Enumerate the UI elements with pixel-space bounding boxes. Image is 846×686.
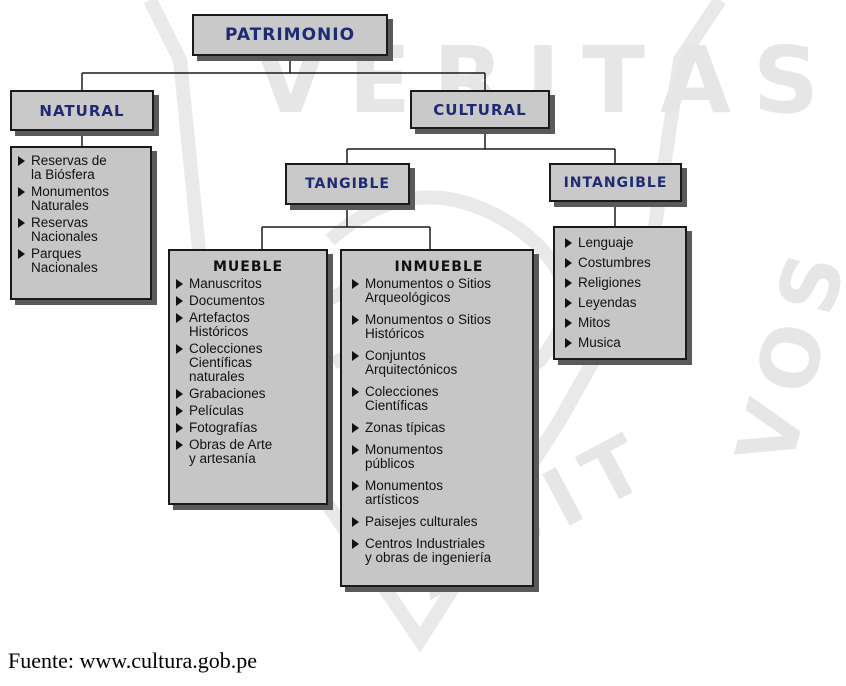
list-item: Monumentos públicos: [352, 443, 526, 471]
bullet-arrow-icon: [352, 445, 359, 455]
bullet-arrow-icon: [176, 279, 183, 289]
bullet-arrow-icon: [565, 278, 572, 288]
patrimonio-label: PATRIMONIO: [224, 25, 356, 45]
bullet-arrow-icon: [565, 318, 572, 328]
list-item: Parques Nacionales: [18, 247, 144, 275]
bullet-arrow-icon: [352, 481, 359, 491]
bullet-arrow-icon: [18, 187, 25, 197]
list-item: Centros Industriales y obras de ingenier…: [352, 537, 526, 565]
bullet-arrow-icon: [352, 539, 359, 549]
inmueble-list: INMUEBLE Monumentos o Sitios Arqueológic…: [340, 249, 534, 587]
list-item: Religiones: [565, 276, 679, 290]
list-item: Paisejes culturales: [352, 515, 526, 529]
list-item: Obras de Arte y artesanía: [176, 438, 320, 466]
cultural-label: CULTURAL: [433, 100, 527, 119]
list-item: Películas: [176, 404, 320, 418]
intangible-label: INTANGIBLE: [563, 174, 668, 191]
bullet-arrow-icon: [565, 258, 572, 268]
bullet-arrow-icon: [18, 156, 25, 166]
list-item: Monumentos artísticos: [352, 479, 526, 507]
bullet-arrow-icon: [176, 423, 183, 433]
list-item: Monumentos o Sitios Históricos: [352, 313, 526, 341]
list-item: Manuscritos: [176, 277, 320, 291]
bullet-arrow-icon: [352, 387, 359, 397]
bullet-arrow-icon: [565, 298, 572, 308]
list-item: Leyendas: [565, 296, 679, 310]
list-item: Reservas de la Biósfera: [18, 154, 144, 182]
natural-header: NATURAL: [10, 90, 154, 131]
tangible-header: TANGIBLE: [285, 163, 410, 205]
list-item: Fotografías: [176, 421, 320, 435]
bullet-arrow-icon: [18, 218, 25, 228]
bullet-arrow-icon: [176, 313, 183, 323]
list-item: Mitos: [565, 316, 679, 330]
list-item: Colecciones Científicas naturales: [176, 342, 320, 384]
list-item: Reservas Nacionales: [18, 216, 144, 244]
list-item: Grabaciones: [176, 387, 320, 401]
bullet-arrow-icon: [352, 315, 359, 325]
bullet-arrow-icon: [565, 238, 572, 248]
list-item: Documentos: [176, 294, 320, 308]
cultural-header: CULTURAL: [410, 90, 550, 129]
list-item: Zonas típicas: [352, 421, 526, 435]
bullet-arrow-icon: [352, 423, 359, 433]
bullet-arrow-icon: [176, 440, 183, 450]
bullet-arrow-icon: [176, 406, 183, 416]
bullet-arrow-icon: [352, 279, 359, 289]
list-item: Colecciones Científicas: [352, 385, 526, 413]
tangible-label: TANGIBLE: [305, 176, 390, 192]
list-item: Monumentos Naturales: [18, 185, 144, 213]
natural-label: NATURAL: [39, 101, 125, 120]
mueble-list: MUEBLE Manuscritos Documentos Artefactos…: [168, 249, 328, 505]
list-item: Monumentos o Sitios Arqueológicos: [352, 277, 526, 305]
bullet-arrow-icon: [352, 351, 359, 361]
list-item: Artefactos Históricos: [176, 311, 320, 339]
bullet-arrow-icon: [176, 389, 183, 399]
patrimonio-header: PATRIMONIO: [192, 14, 388, 56]
inmueble-title: INMUEBLE: [394, 259, 484, 275]
intangible-header: INTANGIBLE: [549, 163, 682, 202]
bullet-arrow-icon: [352, 517, 359, 527]
list-item: Costumbres: [565, 256, 679, 270]
source-caption: Fuente: www.cultura.gob.pe: [8, 648, 258, 673]
mueble-title: MUEBLE: [212, 259, 284, 275]
intangible-list: Lenguaje Costumbres Religiones Leyendas …: [553, 226, 687, 360]
natural-list: Reservas de la Biósfera Monumentos Natur…: [10, 146, 152, 300]
list-item: Musica: [565, 336, 679, 350]
bullet-arrow-icon: [565, 338, 572, 348]
bullet-arrow-icon: [18, 249, 25, 259]
bullet-arrow-icon: [176, 344, 183, 354]
bullet-arrow-icon: [176, 296, 183, 306]
list-item: Conjuntos Arquitectónicos: [352, 349, 526, 377]
list-item: Lenguaje: [565, 236, 679, 250]
